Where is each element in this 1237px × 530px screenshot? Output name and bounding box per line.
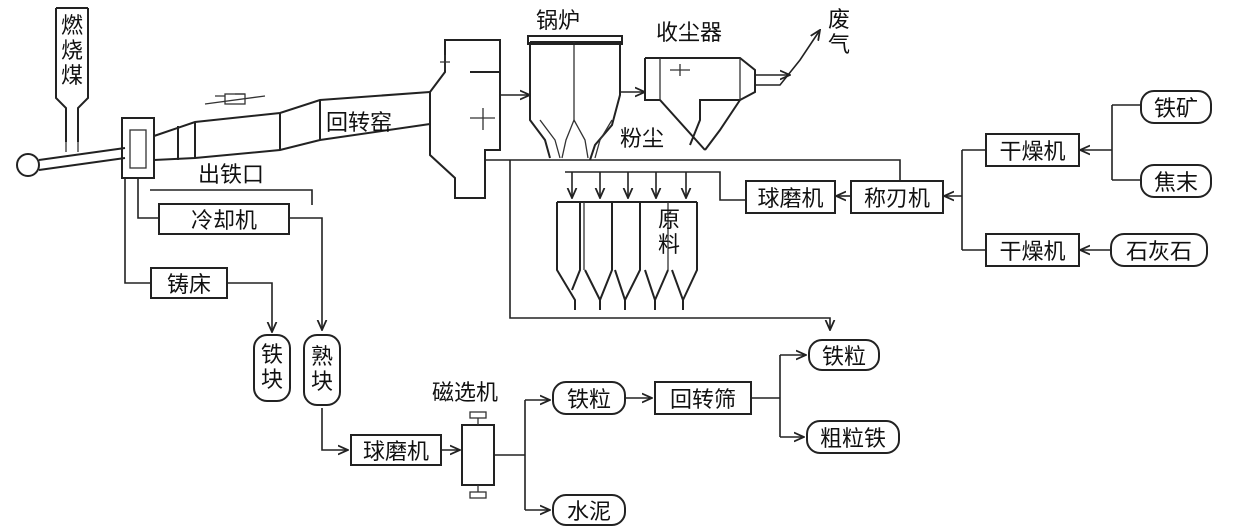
magnetic-separator: [442, 400, 550, 510]
label-rotary-kiln: 回转窑: [326, 111, 393, 136]
label-coal-fuel: 燃烧煤: [60, 14, 83, 89]
box-iron-granule: 铁粒: [552, 381, 626, 415]
box-iron-block: 铁块: [253, 334, 291, 402]
kiln-outlet-flows: [124, 178, 348, 450]
rotary-kiln: [153, 91, 431, 161]
kiln-head-housing: [121, 117, 155, 179]
boiler: [527, 35, 645, 161]
box-cement: 水泥: [552, 494, 626, 526]
raw-material-silos: [556, 171, 745, 310]
coal-hopper: [55, 7, 89, 152]
screen-flows: [626, 355, 806, 437]
box-clinker: 熟块: [303, 334, 341, 406]
box-coarse-iron: 粗粒铁: [806, 420, 900, 454]
label-dust: 粉尘: [620, 127, 665, 152]
box-limestone: 石灰石: [1110, 233, 1208, 267]
label-dust-collector: 收尘器: [656, 21, 723, 46]
box-rotary-screen: 回转筛: [654, 381, 752, 415]
feed-chain-flows: [836, 104, 1140, 250]
box-coke-powder: 焦末: [1140, 164, 1212, 198]
box-casting-bed: 铸床: [150, 267, 228, 299]
box-weigher: 称刃机: [850, 180, 944, 214]
dust-return-line: [485, 159, 901, 330]
label-magnetic-separator: 磁选机: [432, 381, 499, 406]
box-dryer-2: 干燥机: [985, 233, 1080, 267]
box-ball-mill-top: 球磨机: [745, 180, 836, 214]
dust-collector: [644, 30, 820, 151]
box-iron-ore: 铁矿: [1140, 90, 1212, 124]
label-exhaust-gas: 废气: [827, 8, 850, 58]
box-ball-mill-bottom: 球磨机: [350, 434, 442, 466]
kiln-tail-chamber: [429, 39, 530, 199]
box-dryer-1: 干燥机: [985, 133, 1080, 167]
box-iron-granule-output: 铁粒: [808, 339, 880, 371]
box-cooler: 冷却机: [158, 203, 290, 235]
label-raw-material: 原料: [657, 208, 680, 258]
label-iron-outlet: 出铁口: [198, 163, 265, 188]
coal-feeder: [16, 147, 126, 177]
label-boiler: 锅炉: [536, 9, 581, 34]
